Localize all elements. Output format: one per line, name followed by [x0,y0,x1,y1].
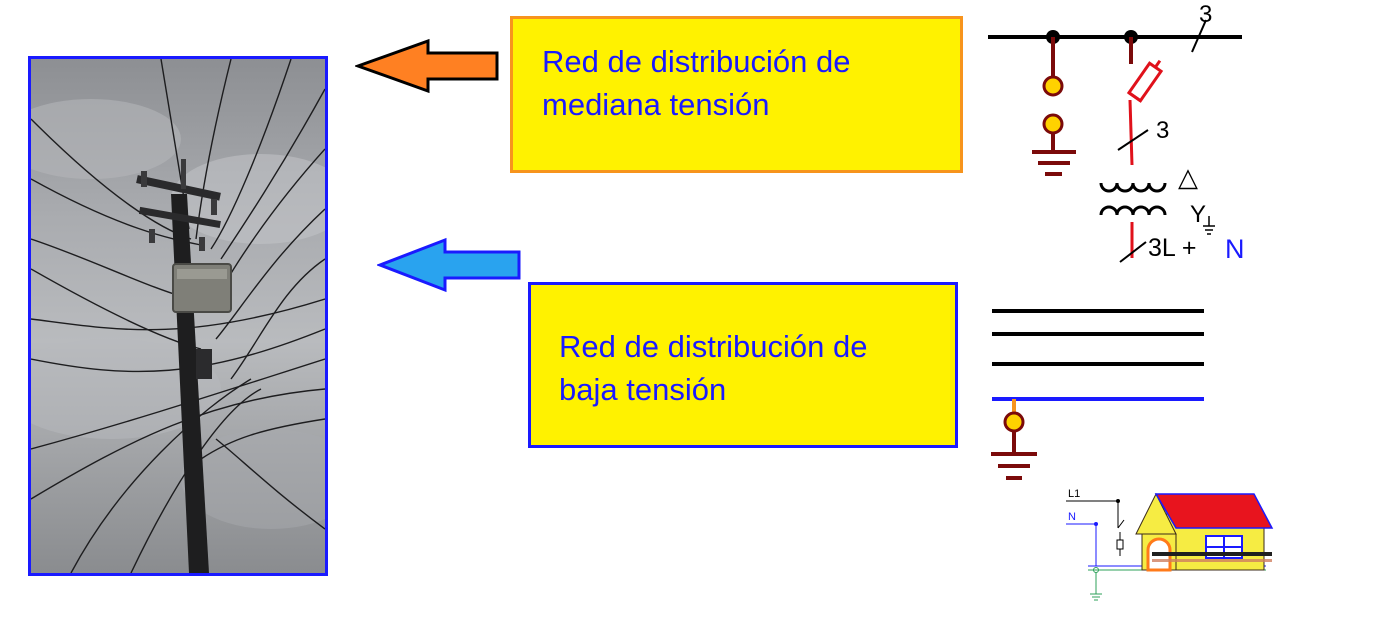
arrow-shape [355,38,499,94]
arrester-terminal-lower [1042,113,1064,135]
medium-voltage-line1: Red de distribución de [542,44,851,79]
switch-icon [1117,519,1125,529]
low-voltage-line1: Red de distribución de [559,329,868,364]
bus-phases-label: 3 [1199,1,1212,28]
low-voltage-label-box: Red de distribución de baja tensión [528,282,958,448]
n-label: N [1068,511,1076,523]
output-phase-tick [1119,241,1147,263]
utility-pole-photo [28,56,328,576]
medium-voltage-line2: mediana tensión [542,87,770,122]
secondary-winding [1099,205,1167,216]
delta-symbol: △ [1178,162,1198,192]
low-voltage-line2: baja tensión [559,372,727,407]
house-service-diagram: L1 N [1066,488,1274,601]
medium-voltage-label-box: Red de distribución de mediana tensión [510,16,963,173]
fuse-icon [1116,539,1124,550]
l1-label: L1 [1068,488,1080,500]
primary-winding [1099,182,1167,193]
fuse-cutout-icon [1126,59,1164,103]
ground-icon [1090,593,1102,601]
arrow-shape [377,237,521,293]
wye-symbol: Y [1190,201,1206,228]
fuse-phases-label: 3 [1156,117,1169,144]
neutral-ground-terminal [1003,411,1025,433]
ground-icon [1032,150,1076,176]
neutral-label: N [1225,234,1245,264]
arrester-terminal-upper [1042,75,1064,97]
arrow-left-blue [377,237,521,293]
bus-phase-tick [1191,19,1207,53]
house-icon [1135,492,1274,572]
fuse-phase-tick [1117,129,1149,151]
ground-icon [991,452,1037,480]
output-lines-label: 3L + [1148,234,1196,262]
pole-illustration [31,59,325,573]
arrow-left-orange [355,38,499,94]
wye-ground-icon [1203,216,1215,235]
single-line-schematic: 3 3 △ Y 3L + N [988,1,1245,480]
